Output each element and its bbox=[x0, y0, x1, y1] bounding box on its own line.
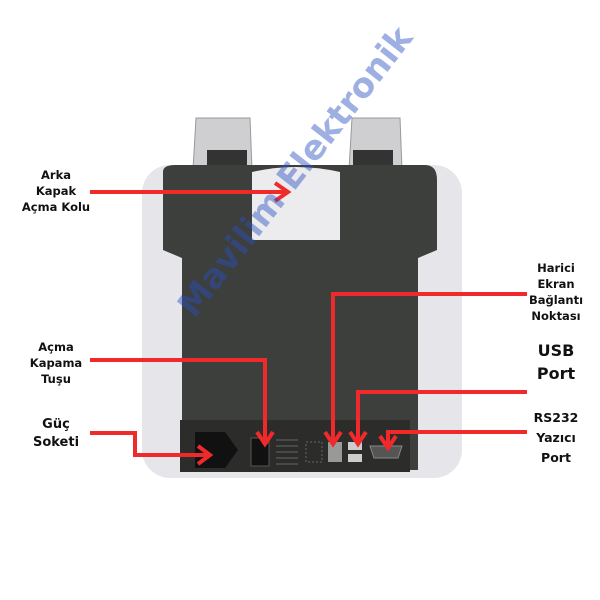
label-line: Port bbox=[536, 364, 576, 383]
label-line: Güç bbox=[42, 417, 70, 432]
usb-port-1 bbox=[348, 442, 362, 450]
arrow-power-switch bbox=[90, 358, 275, 448]
arrow-rs232 bbox=[378, 430, 527, 452]
label-line: Bağlantı bbox=[528, 293, 584, 307]
arrow-usb bbox=[348, 390, 527, 448]
label-line: USB bbox=[537, 341, 575, 360]
label-line: Açma bbox=[38, 340, 74, 354]
label-usb: USB Port bbox=[510, 339, 600, 385]
label-line: Soketi bbox=[32, 435, 80, 450]
vent-grille bbox=[276, 439, 298, 465]
rear-cover-lever bbox=[252, 167, 340, 240]
label-line: Yazıcı bbox=[536, 430, 576, 445]
usb-port-2 bbox=[348, 454, 362, 462]
label-line: Tuşu bbox=[41, 372, 71, 386]
label-line: Açma Kolu bbox=[21, 200, 91, 214]
label-line: Kapak bbox=[35, 184, 77, 198]
label-line: Noktası bbox=[531, 309, 581, 323]
label-line: Harici bbox=[537, 261, 575, 275]
label-line: Port bbox=[541, 450, 571, 465]
label-line: Kapama bbox=[29, 356, 83, 370]
external-display-port bbox=[328, 442, 342, 462]
blank-port bbox=[305, 441, 323, 463]
label-line: Ekran bbox=[537, 277, 575, 291]
arrow-power-socket bbox=[90, 431, 214, 466]
arrow-rear-cover bbox=[90, 181, 292, 203]
label-line: RS232 bbox=[533, 410, 579, 425]
arrow-external-display bbox=[323, 292, 527, 448]
label-line: Arka bbox=[41, 168, 71, 182]
arrows bbox=[90, 181, 527, 466]
